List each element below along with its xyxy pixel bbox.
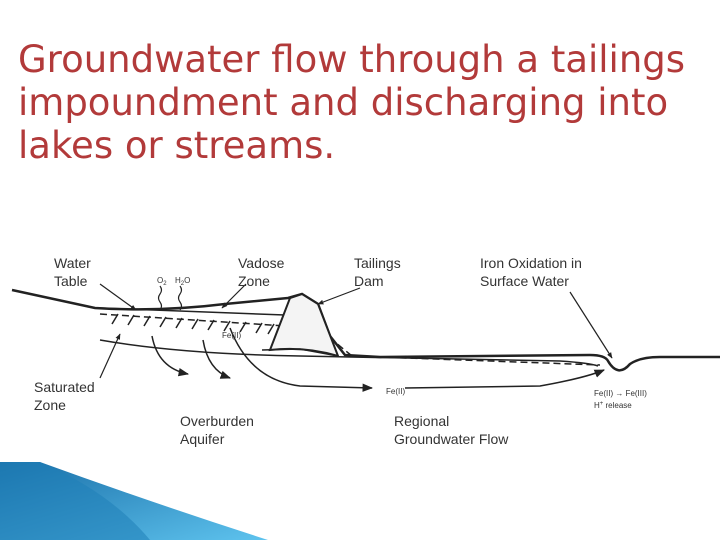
- leader-dam: [318, 288, 360, 304]
- groundwater-diagram: Water Table Vadose Zone Tailings Dam Iro…: [0, 228, 720, 468]
- infiltration-wave: [159, 286, 162, 310]
- label-fe-ii-upper: Fe(II): [222, 331, 241, 340]
- label-h2o: H2O: [175, 276, 190, 287]
- diagram-canvas: Water Table Vadose Zone Tailings Dam Iro…: [0, 228, 720, 468]
- label-fe-ii-lower: Fe(II): [386, 387, 405, 396]
- infiltration-wave: [179, 286, 182, 310]
- flow-arrow: [152, 336, 188, 374]
- label-water-table: Water Table: [54, 255, 95, 289]
- slide-title: Groundwater flow through a tailings impo…: [18, 38, 708, 167]
- label-fe-reaction: Fe(II) → Fe(III): [594, 389, 647, 398]
- leader-iron-oxidation: [570, 292, 612, 358]
- ground-surface: [12, 290, 720, 370]
- label-overburden-aquifer: Overburden Aquifer: [180, 413, 258, 447]
- label-tailings-dam: Tailings Dam: [354, 255, 405, 289]
- flow-arrow: [203, 340, 230, 378]
- flow-arrow: [405, 370, 604, 388]
- label-h-release: H+ release: [594, 401, 632, 410]
- label-vadose-zone: Vadose Zone: [238, 255, 288, 289]
- corner-decoration: [0, 462, 270, 540]
- label-o2: O2: [157, 276, 167, 287]
- label-iron-oxidation: Iron Oxidation in Surface Water: [480, 255, 586, 289]
- tailings-surface: [100, 308, 285, 315]
- label-regional-flow: Regional Groundwater Flow: [394, 413, 509, 447]
- label-saturated-zone: Saturated Zone: [34, 379, 99, 413]
- tailings-dam: [270, 294, 338, 356]
- leader-water-table: [100, 284, 136, 310]
